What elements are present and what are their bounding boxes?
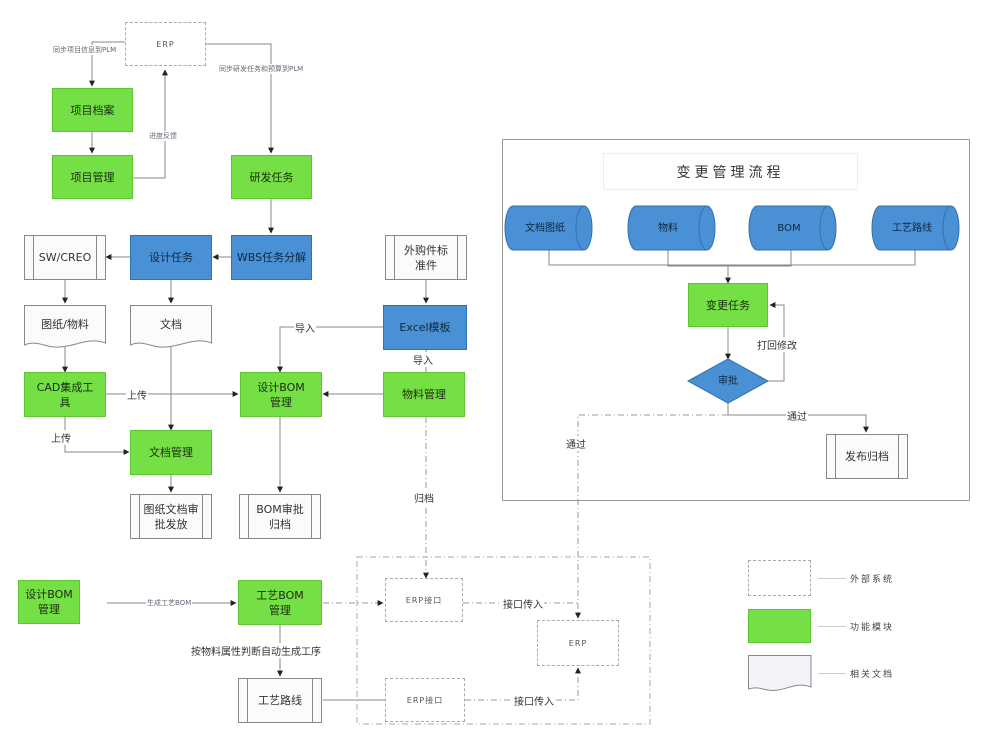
erp-interface-2-label: ERP接口: [406, 695, 444, 705]
project-management-label: 项目管理: [70, 170, 115, 184]
edge-src1-join: [548, 250, 916, 266]
process-route-node[interactable]: 工艺路线: [238, 678, 322, 723]
rd-task-label: 研发任务: [249, 170, 294, 184]
edge-label-upload-1: 上传: [126, 387, 148, 402]
wbs-node[interactable]: WBS任务分解: [231, 235, 312, 280]
document-doc[interactable]: 文档: [130, 305, 212, 350]
process-bom-label: 工艺BOM管理: [256, 588, 304, 617]
edge-mgmt-feedback: [132, 69, 168, 179]
erp-interface-1-label: ERP接口: [405, 595, 443, 605]
release-archive-label: 发布归档: [845, 450, 889, 463]
drawing-material-label: 图纸/物料: [41, 318, 89, 331]
design-bom-2-label: 设计BOM管理: [25, 588, 73, 616]
edge-erp-to-project-archive: [89, 41, 125, 87]
outsourced-standard-label: 外购件标准件: [404, 243, 448, 272]
document-shape-icon: [130, 305, 212, 348]
bom-approval-label: BOM审批归档: [256, 502, 304, 531]
erp-interface-2-node: ERP接口: [385, 678, 465, 722]
legend-swatch-external: [748, 560, 811, 596]
edge-label-sync-project: 同步项目信息到PLM: [52, 45, 118, 55]
document-management-node[interactable]: 文档管理: [130, 430, 212, 475]
excel-template-label: Excel模板: [399, 321, 451, 334]
edge-label-auto-generate: 按物料属性判断自动生成工序: [190, 643, 322, 658]
change-task-node[interactable]: 变更任务: [688, 283, 768, 327]
edge-erp-if2-to-erp: [465, 667, 581, 701]
process-route-label: 工艺路线: [258, 694, 302, 707]
edge-label-reject: 打回修改: [756, 337, 798, 352]
source-material-label: 物料: [658, 222, 678, 234]
sw-creo-label: SW/CREO: [38, 251, 92, 264]
edge-label-interface-in-2: 接口传入: [513, 693, 555, 708]
edge-src2-join: [667, 250, 792, 267]
project-management-node[interactable]: 项目管理: [52, 155, 133, 199]
design-task-node[interactable]: 设计任务: [130, 235, 212, 280]
process-bom-node[interactable]: 工艺BOM管理: [238, 580, 322, 625]
edge-label-progress-feedback: 进度反馈: [148, 131, 178, 141]
edge-label-generate-process-bom: 生成工艺BOM: [146, 598, 193, 608]
design-bom-node[interactable]: 设计BOM管理: [240, 372, 322, 417]
release-archive-node[interactable]: 发布归档: [826, 434, 908, 479]
legend-leader: [818, 673, 846, 674]
drawing-approval-label: 图纸文档审批发放: [143, 502, 199, 531]
edge-label-pass-1: 通过: [786, 408, 808, 423]
legend-swatch-document: [748, 655, 812, 691]
source-docs-label: 文档图纸: [525, 222, 565, 234]
document-management-label: 文档管理: [149, 446, 193, 459]
source-route-label: 工艺路线: [892, 222, 932, 234]
project-archive-label: 项目档案: [70, 103, 115, 117]
source-bom-label: BOM: [777, 222, 801, 234]
sw-creo-node[interactable]: SW/CREO: [24, 235, 106, 280]
erp-integration-boundary: [356, 556, 651, 725]
project-archive-node[interactable]: 项目档案: [52, 88, 133, 132]
legend-label-document: 相关文档: [850, 670, 895, 680]
cad-tool-node[interactable]: CAD集成工具: [24, 372, 106, 417]
bom-approval-node[interactable]: BOM审批归档: [239, 494, 321, 539]
erp-interface-1-node: ERP接口: [385, 578, 463, 622]
design-task-label: 设计任务: [149, 251, 193, 264]
rd-task-node[interactable]: 研发任务: [231, 155, 312, 199]
review-label[interactable]: 审批: [718, 375, 738, 387]
edge-label-archive: 归档: [413, 490, 435, 505]
material-management-node[interactable]: 物料管理: [383, 372, 465, 417]
design-bom-label: 设计BOM管理: [257, 380, 305, 409]
edge-label-upload-2: 上传: [50, 430, 72, 445]
outsourced-standard-node[interactable]: 外购件标准件: [385, 235, 467, 280]
excel-template-node[interactable]: Excel模板: [383, 305, 467, 350]
edge-excel-to-design-bom: [277, 326, 383, 373]
edge-label-sync-rd: 同步研发任务和预算到PLM: [218, 64, 305, 74]
drawing-approval-node[interactable]: 图纸文档审批发放: [130, 494, 212, 539]
edge-label-import-2: 导入: [412, 352, 434, 367]
cad-tool-label: CAD集成工具: [36, 380, 94, 409]
erp-top-label: ERP: [156, 39, 175, 49]
document-shape-icon: [24, 305, 106, 348]
legend-swatch-module: [748, 609, 811, 643]
edge-erp-to-rd: [206, 43, 274, 154]
change-task-label: 变更任务: [706, 298, 750, 312]
erp-center-node: ERP: [537, 620, 619, 666]
change-management-panel: [502, 139, 970, 501]
edge-label-pass-2: 通过: [565, 436, 587, 451]
material-management-label: 物料管理: [402, 388, 446, 401]
design-bom-node-2[interactable]: 设计BOM管理: [18, 580, 80, 624]
erp-system-top: ERP: [125, 22, 206, 66]
legend-label-module: 功能模块: [850, 623, 895, 633]
document-label: 文档: [160, 318, 182, 331]
legend-leader: [818, 578, 846, 579]
edge-cad-to-doc-mgmt: [64, 417, 130, 455]
legend-label-external: 外部系统: [850, 575, 895, 585]
edge-label-import-1: 导入: [294, 320, 316, 335]
change-panel-title: 变更管理流程: [603, 153, 858, 190]
wbs-label: WBS任务分解: [236, 251, 307, 264]
legend-leader: [818, 626, 846, 627]
drawing-material-doc[interactable]: 图纸/物料: [24, 305, 106, 350]
edge-label-interface-in-1: 接口传入: [502, 596, 544, 611]
erp-center-label: ERP: [568, 638, 588, 648]
